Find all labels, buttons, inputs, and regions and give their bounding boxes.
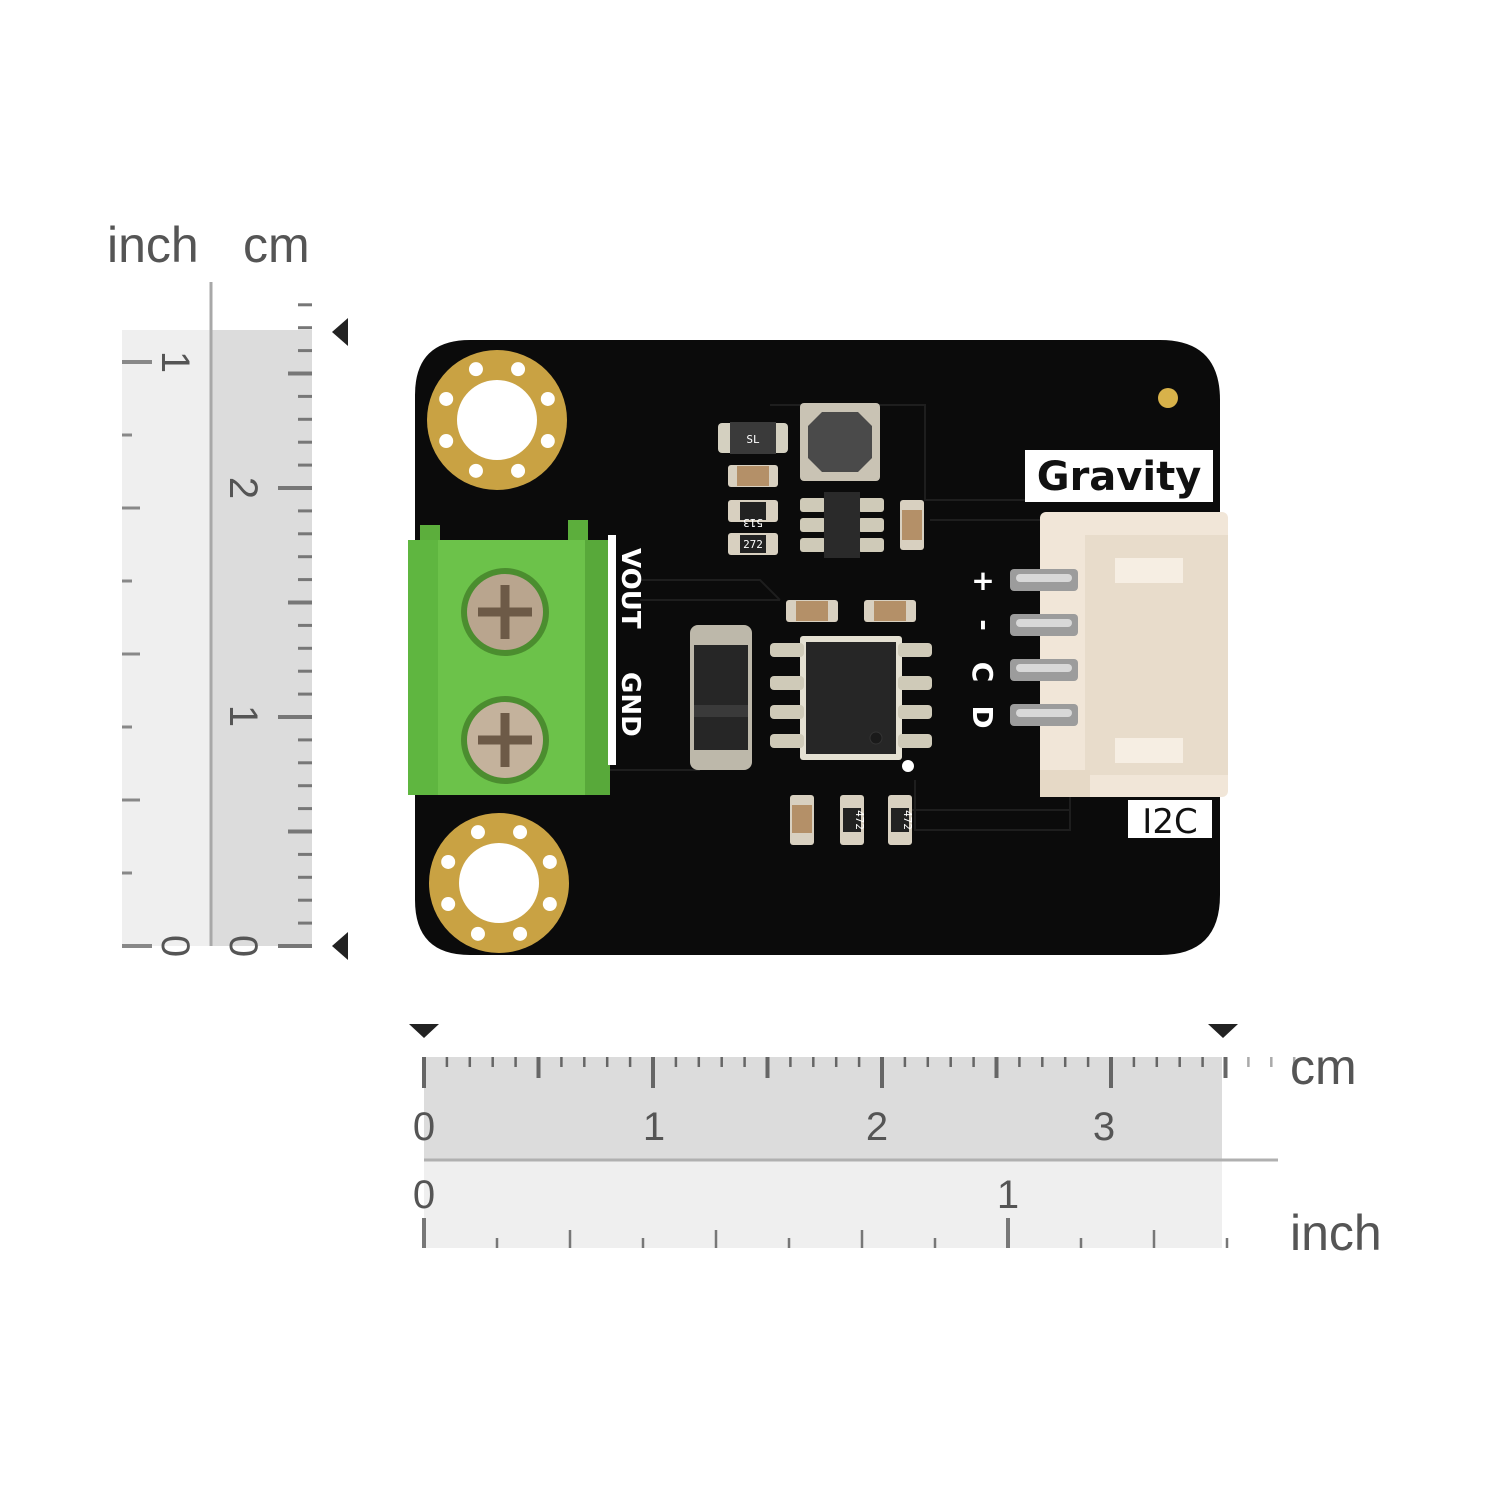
- fiducial-dot: [1158, 388, 1178, 408]
- via-hole: [511, 463, 526, 478]
- cm-label-2: 2: [866, 1105, 888, 1149]
- cm-band: [210, 330, 312, 946]
- mounting-hole-bottom: [429, 813, 569, 953]
- capacitor: [786, 600, 838, 622]
- resistor-472: 472: [840, 795, 866, 845]
- terminal-label-vout: VOUT: [615, 548, 645, 629]
- via-hole: [439, 434, 454, 449]
- inch-label-0: 0: [413, 1173, 435, 1217]
- terminal-label-gnd: GND: [615, 672, 645, 737]
- via-hole: [542, 854, 557, 869]
- cm-label-0: 0: [221, 935, 265, 957]
- ic-pin: [898, 734, 932, 748]
- via-hole: [470, 825, 485, 840]
- resistor-513: 513: [728, 500, 778, 529]
- connector-pin-highlight: [1016, 619, 1072, 627]
- left-edge-marker-icon: [409, 1024, 439, 1038]
- pin1-dot: [902, 760, 914, 772]
- marking-472: 472: [853, 810, 866, 830]
- via-hole: [439, 391, 454, 406]
- resistor-472: 472: [888, 795, 914, 845]
- via-hole: [542, 897, 557, 912]
- i2c-label-box: [1128, 800, 1212, 838]
- via-hole: [441, 897, 456, 912]
- soic8-chip: [770, 636, 932, 760]
- unit-cm-label: cm: [243, 217, 310, 273]
- right-edge-marker-icon: [1208, 1024, 1238, 1038]
- via-hole: [441, 854, 456, 869]
- horizontal-ruler: 0 1 2 3 0 1 cm inch: [409, 1024, 1382, 1261]
- unit-inch-label: inch: [1290, 1205, 1382, 1261]
- top-edge-marker-icon: [332, 318, 348, 346]
- ic-pin: [770, 705, 804, 719]
- jst-4pin-connector: [1040, 512, 1228, 797]
- ic-pin: [770, 643, 804, 657]
- unit-cm-label: cm: [1290, 1039, 1357, 1095]
- capacitor: [790, 795, 814, 845]
- cm-label-1: 1: [221, 705, 265, 727]
- pcb-board: VOUT GND SL 513 272: [408, 340, 1228, 955]
- ic-pin: [770, 734, 804, 748]
- inductor: [800, 403, 880, 481]
- inch-label-0: 0: [153, 935, 197, 957]
- inch-band: [424, 1160, 1222, 1248]
- connector-pin-highlight: [1016, 664, 1072, 672]
- marking-472: 472: [901, 810, 914, 830]
- interface-label: I2C: [1142, 802, 1197, 842]
- cm-label-0: 0: [413, 1105, 435, 1149]
- via-hole: [468, 362, 483, 377]
- unit-inch-label: inch: [107, 217, 199, 273]
- brand-label: Gravity: [1037, 454, 1202, 500]
- mounting-hole-top: [427, 350, 567, 490]
- inch-label-1: 1: [997, 1173, 1019, 1217]
- inch-label-1: 1: [153, 351, 197, 373]
- via-hole: [540, 434, 555, 449]
- via-hole: [470, 926, 485, 941]
- pin-label-c: C: [966, 662, 999, 683]
- via-hole: [468, 463, 483, 478]
- cm-band: [424, 1057, 1222, 1160]
- bottom-edge-marker-icon: [332, 932, 348, 960]
- regulator-ic: [800, 492, 884, 558]
- capacitor: [900, 500, 924, 550]
- via-hole: [540, 391, 555, 406]
- ic-pin: [898, 705, 932, 719]
- via-hole: [513, 926, 528, 941]
- via-hole: [511, 362, 526, 377]
- pin-label-minus: -: [968, 619, 1001, 631]
- resistor-272: 272: [728, 533, 778, 555]
- ic-pin: [898, 676, 932, 690]
- marking-sl: SL: [746, 433, 760, 446]
- screw-terminal-block: [408, 520, 616, 795]
- marking-272: 272: [743, 538, 763, 551]
- inch-band: [122, 330, 210, 946]
- cm-label-1: 1: [643, 1105, 665, 1149]
- cm-label-3: 3: [1093, 1105, 1115, 1149]
- via-hole: [513, 825, 528, 840]
- pin-label-d: D: [966, 705, 999, 728]
- connector-pin-highlight: [1016, 574, 1072, 582]
- cm-label-2: 2: [221, 477, 265, 499]
- diode-sl: SL: [718, 422, 788, 454]
- vertical-ruler: inch cm 0 1 0 1 2: [107, 217, 348, 960]
- connector-pin-highlight: [1016, 709, 1072, 717]
- ic-pin: [898, 643, 932, 657]
- pin-label-plus: +: [971, 564, 994, 597]
- capacitor: [864, 600, 916, 622]
- marking-513: 513: [743, 516, 763, 529]
- gravity-label-box: [1025, 450, 1213, 502]
- ic-pin: [770, 676, 804, 690]
- smd-diode: [690, 625, 752, 770]
- capacitor: [728, 465, 778, 487]
